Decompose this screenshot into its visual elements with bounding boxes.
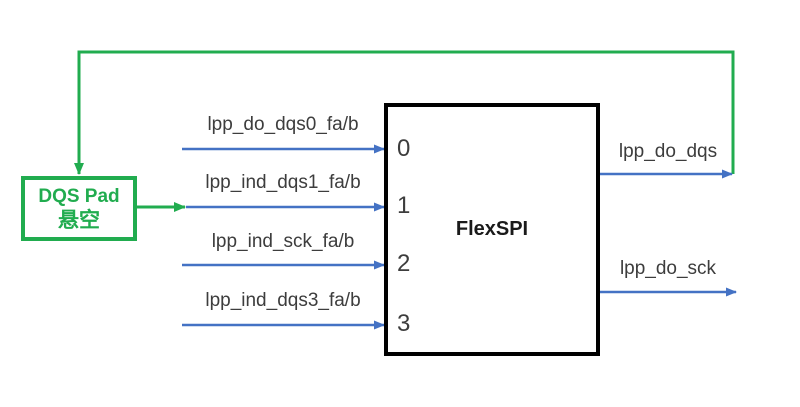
dqs-pad-box: DQS Pad 悬空 <box>21 176 137 241</box>
flexspi-box <box>384 103 600 356</box>
port-number-3: 3 <box>397 310 411 337</box>
input-label-2: lpp_ind_sck_fa/b <box>211 231 355 252</box>
feedback-wire <box>74 50 735 175</box>
output-label-dqs: lpp_do_dqs <box>618 141 718 162</box>
input-label-3: lpp_ind_dqs3_fa/b <box>205 290 361 311</box>
dqs-pad-floating-label: 悬空 <box>58 208 100 232</box>
input-label-0: lpp_do_dqs0_fa/b <box>207 114 359 135</box>
input-label-1: lpp_ind_dqs1_fa/b <box>205 172 361 193</box>
flexspi-title: FlexSPI <box>455 218 529 240</box>
output-label-sck: lpp_do_sck <box>619 258 717 279</box>
port-number-2: 2 <box>397 250 411 277</box>
port-number-1: 1 <box>397 192 411 219</box>
port-number-0: 0 <box>397 135 411 162</box>
dqs-pad-label: DQS Pad <box>38 185 120 207</box>
